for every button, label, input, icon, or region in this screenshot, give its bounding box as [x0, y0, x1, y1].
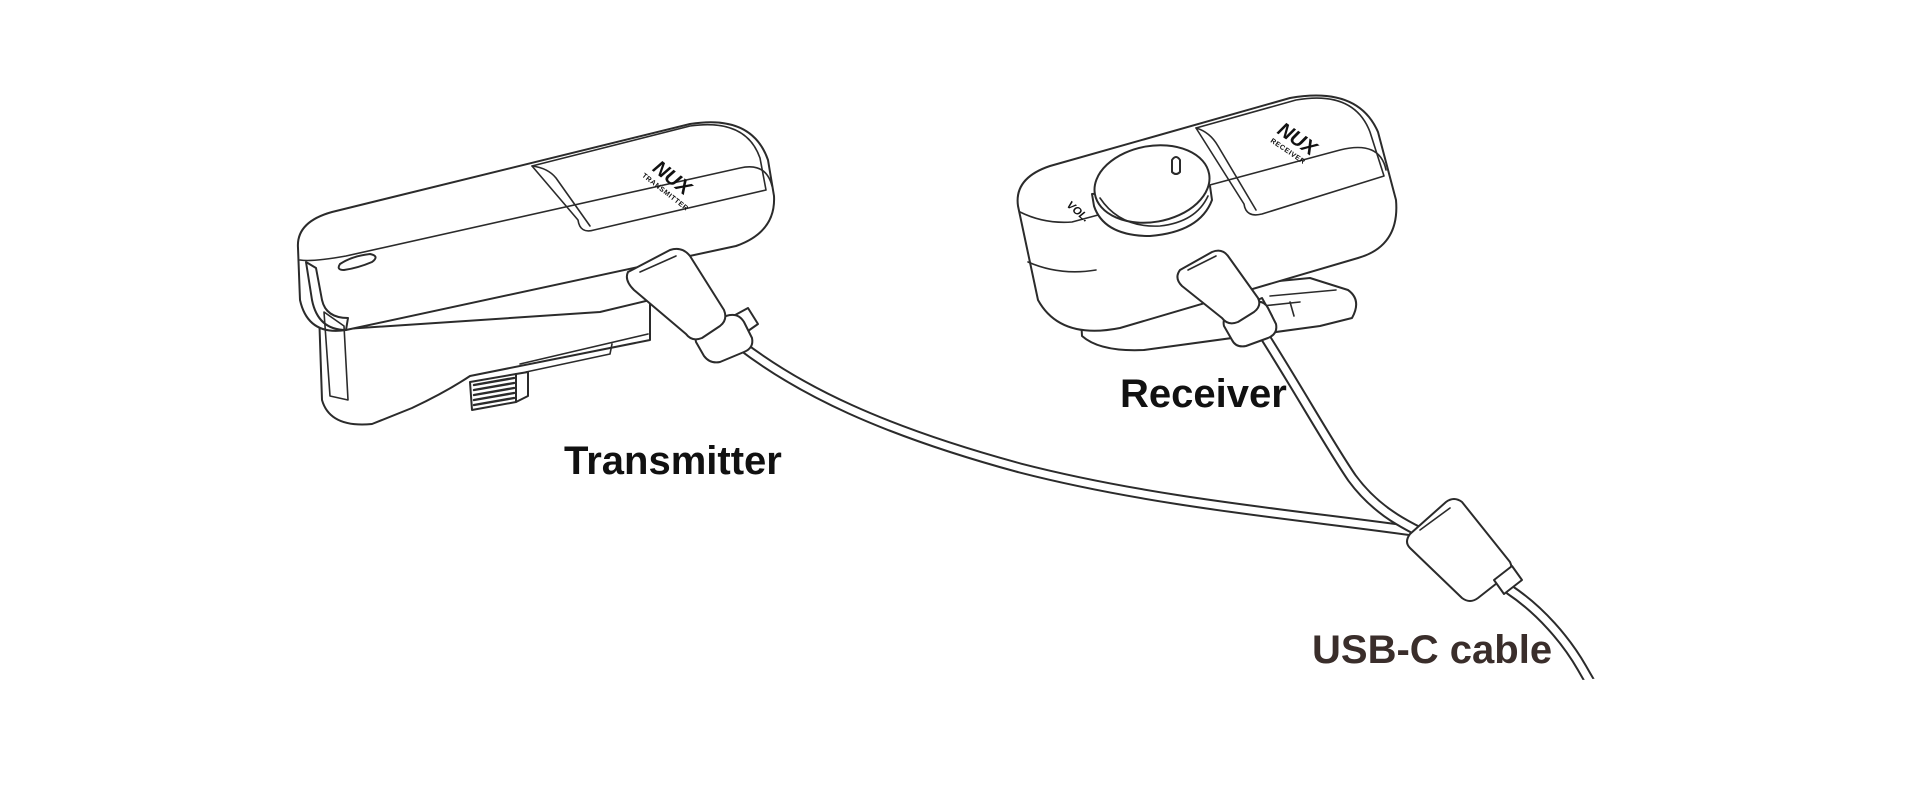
receiver-top-edge [1019, 146, 1387, 224]
receiver-panel-seam [1195, 127, 1257, 211]
usb-c-cable-label: USB-C cable [1312, 628, 1552, 672]
transmitter-led-indicator [337, 253, 377, 271]
receiver-raised-panel [1195, 97, 1385, 216]
transmitter-jack-knurl [469, 371, 529, 411]
cable-branch-transmitter-outline [736, 340, 1426, 538]
receiver-clip-detail [1261, 289, 1337, 317]
receiver-usb-c-plug [1176, 249, 1278, 348]
transmitter-front-face [305, 261, 349, 331]
transmitter-usb-c-plug [625, 247, 759, 364]
receiver-device: VOL. NUX RECEIVER [1016, 94, 1398, 352]
transmitter-device: NUX TRANSMITTER [296, 121, 776, 426]
cable-branch-receiver-core [1258, 328, 1424, 536]
cable-branch-receiver-outline [1256, 326, 1426, 538]
transmitter-raised-panel [531, 123, 767, 232]
transmitter-label: Transmitter [564, 439, 782, 483]
receiver-housing [1016, 94, 1398, 332]
receiver-side-edge [1027, 261, 1097, 273]
cable-end-fade [1582, 676, 1634, 716]
transmitter-bottom-housing [317, 281, 651, 426]
cable-splitter [1406, 498, 1523, 602]
cable-branch-transmitter-core [738, 342, 1424, 536]
transmitter-panel-seam [531, 165, 591, 227]
receiver-volume-knob[interactable] [1088, 137, 1215, 237]
receiver-label: Receiver [1120, 372, 1287, 416]
transmitter-front-port [323, 311, 349, 401]
knob-indicator [1171, 156, 1181, 175]
transmitter-clip-rail [519, 333, 649, 373]
transmitter-top-edge [299, 166, 773, 262]
usb-c-cable [625, 247, 1634, 716]
